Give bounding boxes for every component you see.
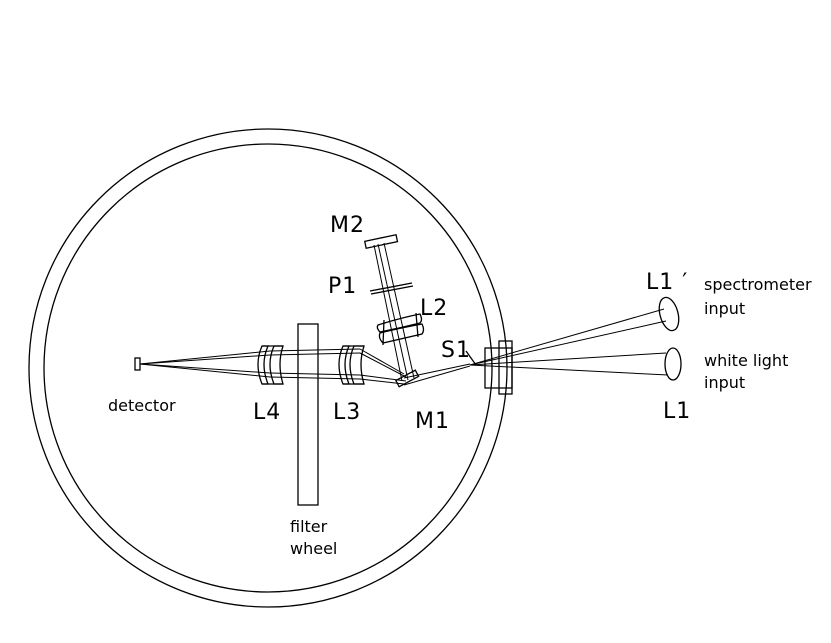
label-spectrometer-input-line1: spectrometer [704,275,812,294]
polarizer-p1-edge [370,285,414,295]
label-detector: detector [108,396,176,415]
ray-bundle-main [139,348,407,385]
label-spectrometer-input-line2: input [704,299,745,318]
polarizer-p1 [369,282,413,292]
label-l3: L3 [333,400,361,425]
label-white-light-input-line1: white light [704,351,788,370]
label-p1: P1 [328,274,357,299]
label-l4: L4 [253,400,281,425]
detector [134,357,141,371]
ray-bundle-folded [373,242,415,382]
ray-bundle-input [403,308,669,386]
lens-l1-prime [658,296,680,332]
filter-wheel [297,323,319,506]
lens-l1 [664,347,682,381]
lens-l3 [338,345,365,385]
label-l2: L2 [420,296,448,321]
label-l1: L1 [663,399,691,424]
label-l1-prime: L1 ′ [646,270,688,295]
slit-s1 [465,350,477,366]
mirror-m1 [395,369,420,388]
housing-outer-circle [28,128,508,608]
label-filter-wheel-line1: filter [290,517,328,536]
label-m2: M2 [330,213,365,238]
lens-l2 [376,312,425,346]
housing-inner-circle [43,143,493,593]
label-filter-wheel-line2: wheel [290,539,337,558]
mirror-m2 [363,233,399,250]
lens-l4 [257,345,284,385]
label-white-light-input-line2: input [704,373,745,392]
label-m1: M1 [415,409,450,434]
label-s1: S1 [441,338,471,363]
